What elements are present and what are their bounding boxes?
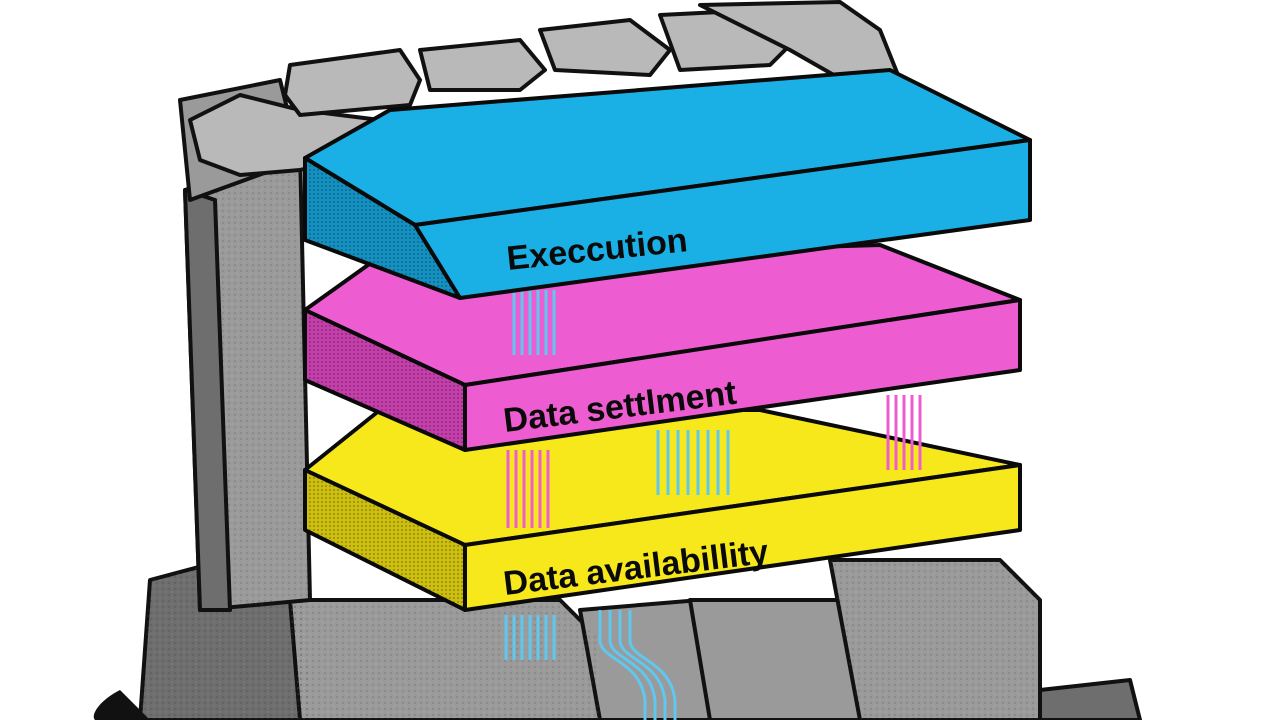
layer-execution: Execcution: [303, 68, 1032, 300]
connector-wires-bottom: [504, 610, 677, 720]
connector-wires-middle: [506, 395, 922, 528]
stone-base: [93, 538, 1142, 720]
connector-wires-top: [512, 290, 556, 355]
